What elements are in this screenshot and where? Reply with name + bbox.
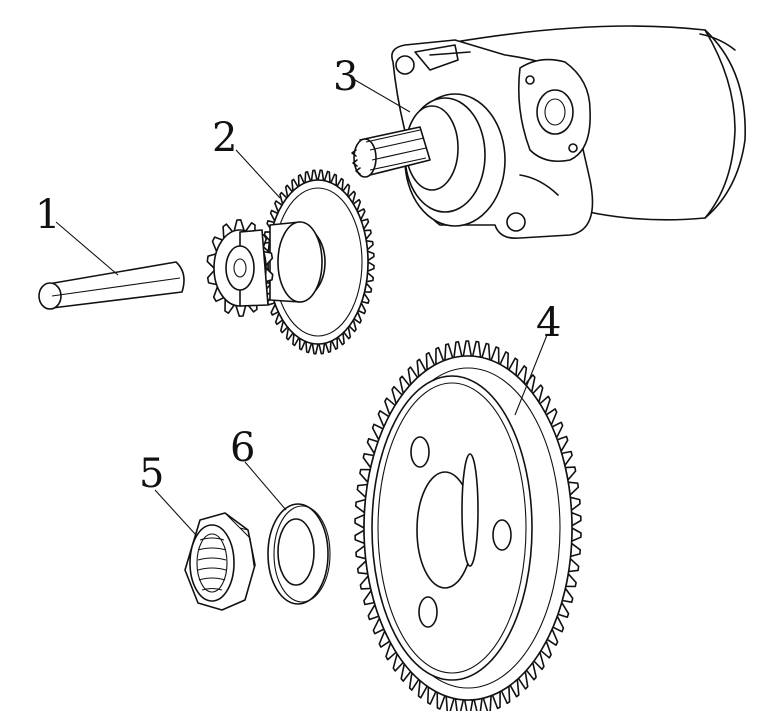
lock-nut bbox=[184, 512, 256, 611]
washer bbox=[267, 503, 331, 605]
gear-tooth bbox=[463, 698, 474, 711]
callout-6: 6 bbox=[230, 425, 255, 471]
callout-4: 4 bbox=[536, 300, 561, 346]
gear-tooth bbox=[354, 514, 366, 529]
callout-1: 1 bbox=[35, 192, 60, 238]
gear-tooth bbox=[462, 340, 473, 358]
callout-5: 5 bbox=[139, 451, 164, 497]
gear-tooth bbox=[354, 529, 366, 545]
large-ring-gear bbox=[354, 340, 582, 711]
callout-2: 2 bbox=[212, 115, 237, 161]
starter-motor bbox=[351, 25, 746, 240]
callout-labels: 1 2 3 4 5 6 bbox=[35, 54, 561, 497]
gear-tooth bbox=[454, 697, 465, 711]
gear-tooth bbox=[471, 340, 482, 359]
gear-tooth bbox=[570, 511, 582, 527]
leader-lines bbox=[55, 79, 548, 536]
gear-tooth bbox=[570, 527, 582, 542]
gear-tooth bbox=[317, 169, 325, 182]
shaft-pin bbox=[38, 261, 185, 310]
callout-3: 3 bbox=[333, 54, 358, 100]
gear-tooth bbox=[453, 340, 463, 359]
gear-tooth bbox=[310, 169, 318, 182]
gear-tooth bbox=[311, 342, 319, 355]
gear-tooth bbox=[318, 342, 326, 355]
intermediate-gear bbox=[206, 169, 375, 355]
